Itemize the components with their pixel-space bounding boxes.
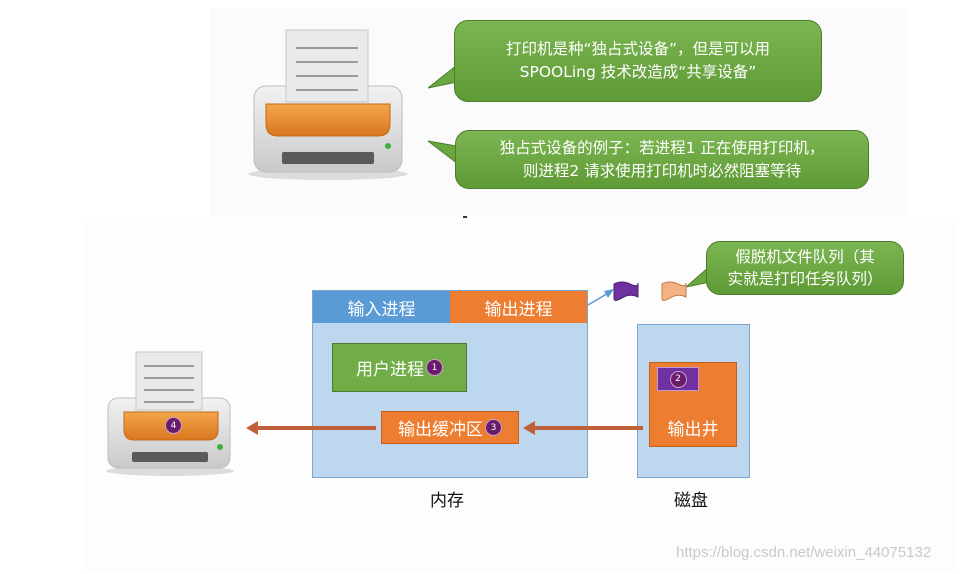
user-process: 用户进程 1	[332, 343, 467, 392]
arrow-head	[523, 421, 535, 435]
input-process: 输入进程	[313, 291, 450, 323]
spool-file: 2	[657, 367, 699, 391]
callout-pointer	[428, 60, 462, 89]
step-badge-4: 4	[165, 417, 182, 434]
callout-text-line-1: 独占式设备的例子：若进程1 正在使用打印机，	[499, 138, 825, 157]
queue-file-icon	[661, 281, 687, 301]
step-badge-3: 3	[485, 419, 502, 436]
callout-example: 独占式设备的例子：若进程1 正在使用打印机， 则进程2 请求使用打印机时必然阻塞…	[455, 130, 869, 189]
output-process: 输出进程	[450, 291, 587, 323]
callout-text-line-1: 打印机是种“独占式设备”，但是可以用	[505, 40, 771, 58]
disk-caption: 磁盘	[674, 491, 708, 511]
printer-icon	[106, 351, 234, 476]
arrow-head	[604, 289, 614, 298]
callout-text-line-2: 实就是打印任务队列）	[727, 270, 883, 288]
callout-pointer	[428, 140, 462, 168]
divider-mark	[463, 216, 467, 218]
output-well-label: 输出井	[667, 419, 719, 440]
callout-text-line-1: 假脱机文件队列（其	[735, 248, 875, 266]
watermark: https://blog.csdn.net/weixin_44075132	[676, 544, 932, 561]
callout-text-line-2: 则进程2 请求使用打印机时必然阻塞等待	[522, 161, 802, 180]
user-process-label: 用户进程	[356, 360, 424, 380]
output-buffer-label: 输出缓冲区	[398, 420, 483, 440]
output-well-label-wrap: 输出井	[649, 412, 737, 442]
memory-caption: 内存	[430, 491, 464, 511]
output-process-label: 输出进程	[484, 299, 553, 320]
input-process-label: 输入进程	[347, 299, 416, 320]
callout-exclusive-device: 打印机是种“独占式设备”，但是可以用 SPOOLing 技术改造成“共享设备”	[454, 20, 822, 102]
step-badge-1: 1	[426, 359, 443, 376]
printer-icon	[248, 29, 408, 180]
output-buffer: 输出缓冲区 3	[381, 411, 519, 444]
callout-spool-queue: 假脱机文件队列（其 实就是打印任务队列）	[706, 241, 904, 295]
callout-text-line-2: SPOOLing 技术改造成“共享设备”	[519, 63, 757, 81]
arrow-head	[246, 421, 258, 435]
callout-pointer	[686, 265, 710, 288]
step-badge-2: 2	[669, 370, 687, 388]
queue-file-icon	[613, 281, 639, 301]
